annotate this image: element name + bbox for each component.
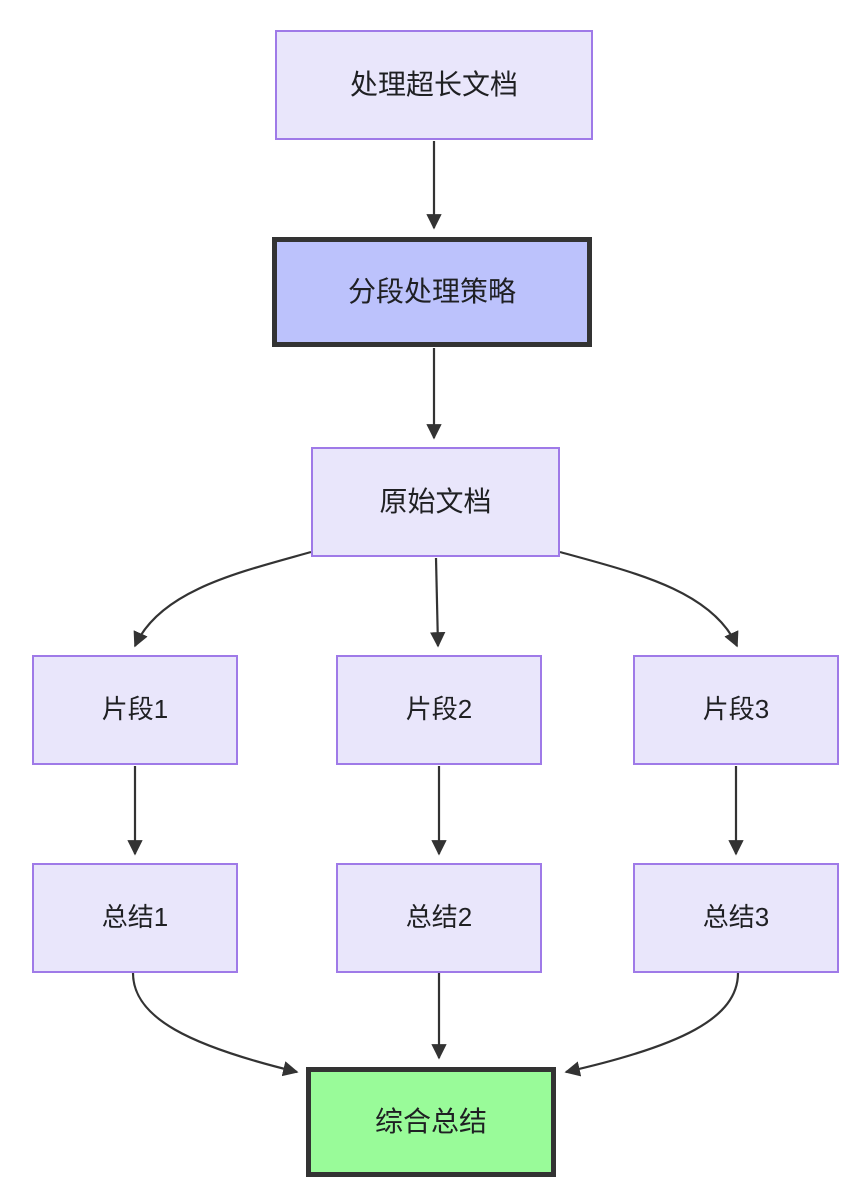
node-summary-3[interactable]: 总结3 (633, 863, 839, 973)
node-chunk-strategy[interactable]: 分段处理策略 (272, 237, 592, 347)
edge-summary-1-to-final-summary (131, 972, 299, 1077)
node-long-doc[interactable]: 处理超长文档 (275, 30, 593, 140)
node-source-doc-label: 原始文档 (379, 486, 492, 518)
node-source-doc[interactable]: 原始文档 (311, 447, 560, 557)
edge-source-doc-to-segment-3 (559, 550, 739, 648)
node-summary-3-label: 总结3 (702, 902, 770, 933)
node-summary-1[interactable]: 总结1 (32, 863, 238, 973)
edge-source-doc-to-segment-1 (133, 550, 312, 648)
node-segment-3[interactable]: 片段3 (633, 655, 839, 765)
node-summary-2[interactable]: 总结2 (336, 863, 542, 973)
node-summary-2-label: 总结2 (405, 902, 473, 933)
node-segment-2[interactable]: 片段2 (336, 655, 542, 765)
node-segment-2-label: 片段2 (405, 694, 473, 725)
node-segment-1-label: 片段1 (101, 694, 169, 725)
node-chunk-strategy-label: 分段处理策略 (347, 276, 516, 308)
node-summary-1-label: 总结1 (101, 902, 169, 933)
node-long-doc-label: 处理超长文档 (349, 69, 518, 101)
edge-source-doc-to-segment-2 (429, 557, 446, 648)
node-final-summary-label: 综合总结 (374, 1106, 487, 1138)
node-segment-1[interactable]: 片段1 (32, 655, 238, 765)
edge-summary-3-to-final-summary (564, 972, 740, 1077)
node-final-summary[interactable]: 综合总结 (306, 1067, 556, 1177)
node-segment-3-label: 片段3 (702, 694, 770, 725)
